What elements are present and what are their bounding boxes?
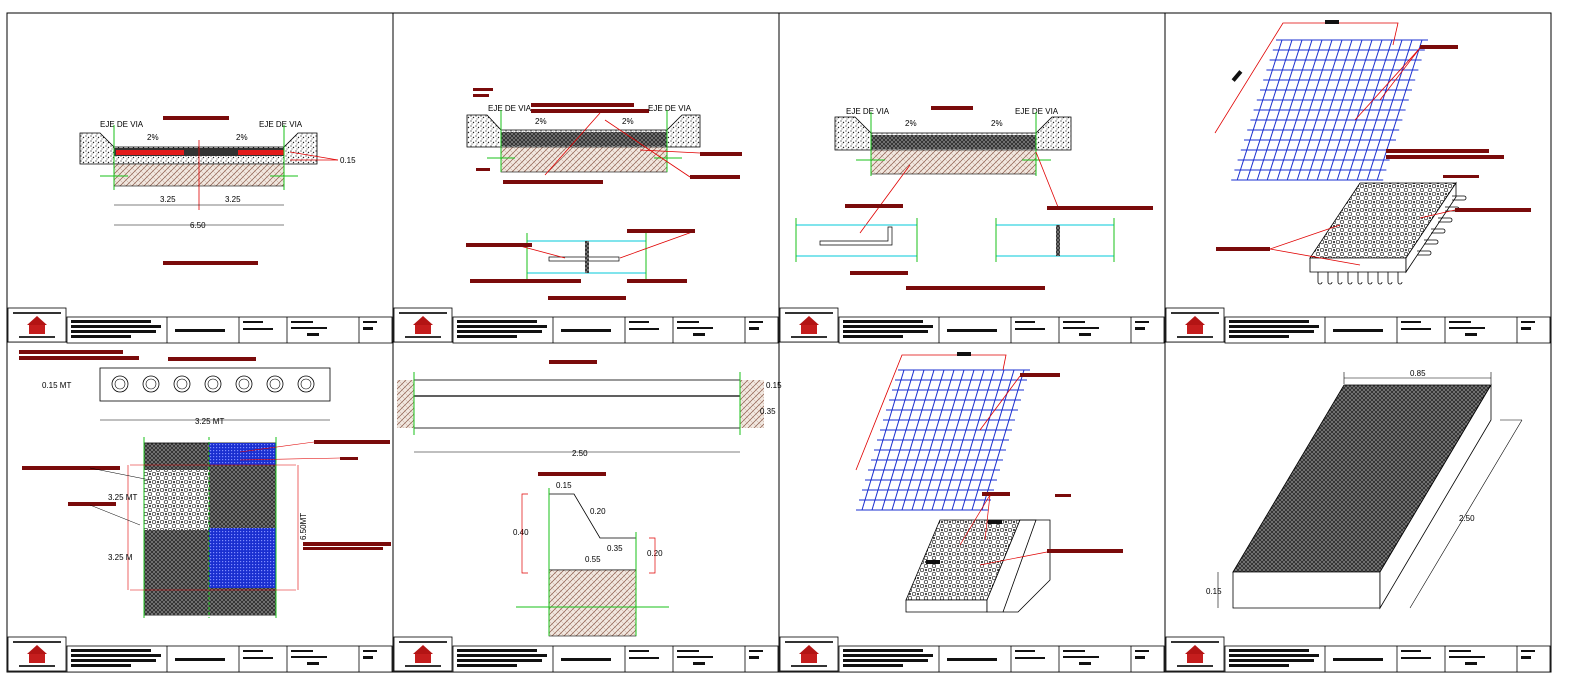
plan-dim-upper: 3.25 MT xyxy=(108,493,137,502)
sheet-8-slab-isometric: 0.85 2.50 0.15 xyxy=(1206,369,1523,610)
dowel-holes xyxy=(111,375,315,393)
title-block xyxy=(393,636,779,673)
logo-icon xyxy=(27,645,47,654)
rebar-left xyxy=(116,150,184,155)
sheet-1-road-section: EJE DE VIA EJE DE VIA 2% 2% 0.15 3.25 3.… xyxy=(79,116,356,265)
road-axis-left-label: EJE DE VIA xyxy=(846,107,890,116)
logo-icon xyxy=(27,316,47,325)
rebar-mesh xyxy=(856,369,1030,511)
slope-left-label: 2% xyxy=(905,119,917,128)
logo-icon xyxy=(799,316,819,325)
plan-dim-lower: 3.25 M xyxy=(108,553,133,562)
sheet-5-slab-plan: 0.15 MT 3.25 MT 3.25 MT 3.25 M 6.50MT xyxy=(19,350,391,618)
rebar-right xyxy=(238,150,284,155)
slab-length-dim: 2.50 xyxy=(572,449,588,458)
rebar-hooks xyxy=(1317,195,1467,285)
slope-left-label: 2% xyxy=(535,117,547,126)
slab-thickness-dim: 0.15 xyxy=(1206,587,1222,596)
plan-total-dim: 6.50MT xyxy=(299,513,308,540)
road-axis-right-label: EJE DE VIA xyxy=(1015,107,1059,116)
rebar-mesh-upper xyxy=(1231,39,1428,181)
title-block xyxy=(7,636,393,673)
slab-mid-dim: 0.35 xyxy=(760,407,776,416)
title-block xyxy=(1165,636,1551,673)
curb-top-dim: 0.15 xyxy=(556,481,572,490)
logo-icon xyxy=(1185,316,1205,325)
sheet-6-curb-detail: 0.15 0.35 2.50 0.15 0.20 0.40 0.35 0.55 … xyxy=(397,360,782,637)
total-width-dim: 6.50 xyxy=(190,221,206,230)
slope-right-label: 2% xyxy=(236,133,248,142)
logo-icon xyxy=(413,316,433,325)
slope-right-label: 2% xyxy=(991,119,1003,128)
slab-thickness-dim: 0.15 xyxy=(340,156,356,165)
road-axis-right-label: EJE DE VIA xyxy=(648,104,692,113)
slab-width-dim: 0.85 xyxy=(1410,369,1426,378)
slab-top-dim: 0.15 xyxy=(766,381,782,390)
slope-left-label: 2% xyxy=(147,133,159,142)
title-block xyxy=(7,307,393,344)
slope-right-label: 2% xyxy=(622,117,634,126)
title-block xyxy=(779,636,1165,673)
slab-thickness-label: 0.15 MT xyxy=(42,381,71,390)
road-axis-left-label: EJE DE VIA xyxy=(488,104,532,113)
sheet-4-rebar-isometric xyxy=(1214,20,1531,285)
road-axis-left-label: EJE DE VIA xyxy=(100,120,144,129)
title-block xyxy=(393,307,779,344)
title-block xyxy=(1165,307,1551,344)
logo-icon xyxy=(413,645,433,654)
logo-icon xyxy=(1185,645,1205,654)
sheet-3-road-section: EJE DE VIA EJE DE VIA 2% 2% xyxy=(795,106,1153,290)
slab-width-label: 3.25 MT xyxy=(195,417,224,426)
road-axis-right-label: EJE DE VIA xyxy=(259,120,303,129)
sheet-7-rebar-box xyxy=(855,352,1123,613)
slab-length-dim: 2.50 xyxy=(1459,514,1475,523)
section-title-redacted xyxy=(163,116,229,120)
sheet-2-road-section: EJE DE VIA EJE DE VIA 2% 2% xyxy=(466,88,742,300)
caption-redacted xyxy=(163,261,258,265)
curb-step-dim: 0.35 xyxy=(607,544,623,553)
title-blocks xyxy=(7,307,1551,673)
half-width-right-dim: 3.25 xyxy=(225,195,241,204)
curb-slope-dim: 0.20 xyxy=(590,507,606,516)
curb-base-dim: 0.55 xyxy=(585,555,601,564)
curb-height-dim: 0.40 xyxy=(513,528,529,537)
logo-icon xyxy=(799,645,819,654)
title-block xyxy=(779,307,1165,344)
half-width-left-dim: 3.25 xyxy=(160,195,176,204)
